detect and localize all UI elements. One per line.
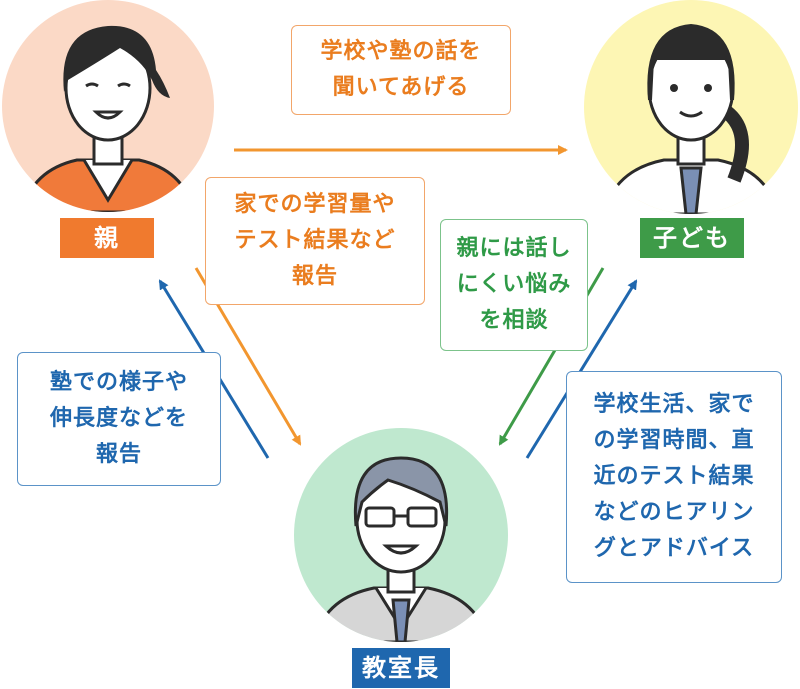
note-hearing: 学校生活、家で の学習時間、直 近のテスト結果 などのヒアリン グとアドバイス <box>566 371 782 583</box>
arrow-teacher-to-child <box>525 279 638 459</box>
teacher-label: 教室長 <box>352 648 450 688</box>
note-child-consult: 親には話し にくい悩み を相談 <box>440 219 588 351</box>
child-label: 子ども <box>640 218 744 258</box>
parent-label: 親 <box>60 218 154 258</box>
parent-avatar <box>2 0 214 212</box>
note-listen: 学校や塾の話を 聞いてあげる <box>291 25 511 115</box>
teacher-avatar <box>294 428 508 642</box>
note-home-report: 家での学習量や テスト結果など 報告 <box>205 177 425 305</box>
child-avatar <box>584 0 798 214</box>
note-juku-report: 塾での様子や 伸長度などを 報告 <box>17 352 221 486</box>
